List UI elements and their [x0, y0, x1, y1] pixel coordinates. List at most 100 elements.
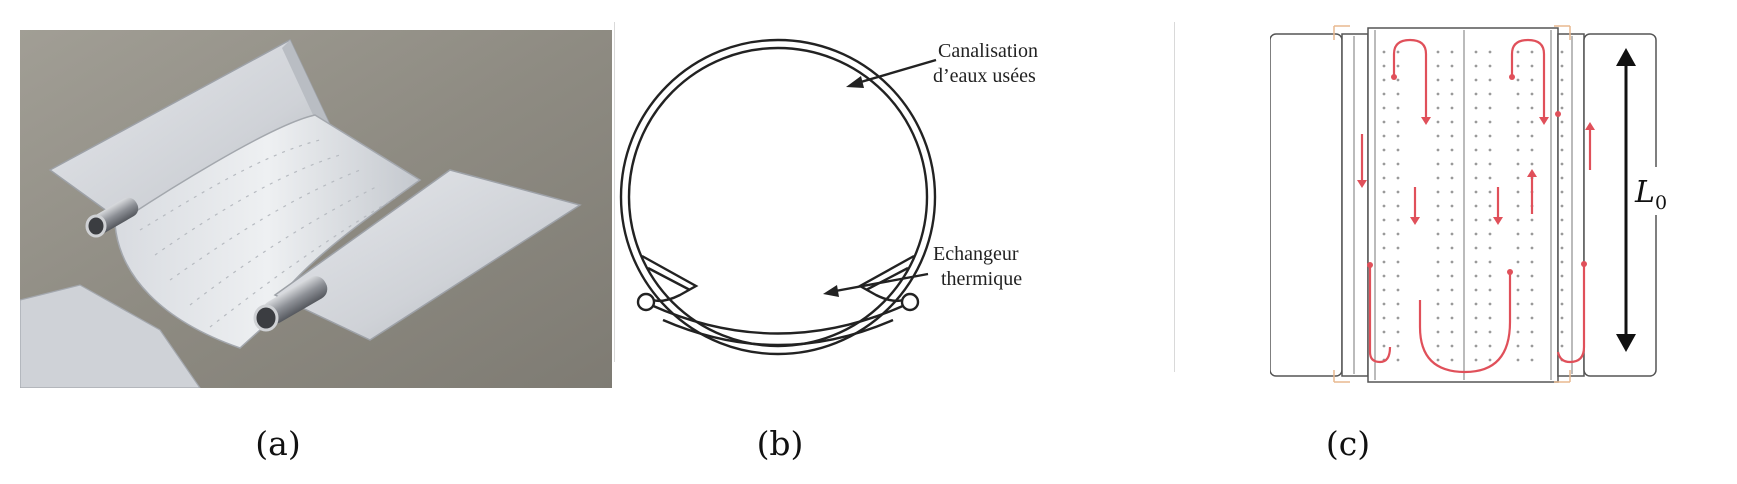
dimple-dot: [1436, 162, 1440, 166]
dimple-dot: [1382, 92, 1386, 96]
dimple-dot: [1516, 78, 1520, 82]
dimple-dot: [1530, 344, 1534, 348]
internal-rails: [1353, 30, 1573, 380]
dimple-dot: [1474, 92, 1478, 96]
dimple-dot: [1530, 92, 1534, 96]
dimple-dot: [1436, 302, 1440, 306]
dimple-dot: [1560, 134, 1564, 138]
dimple-dot: [1474, 162, 1478, 166]
dimple-dot: [1488, 148, 1492, 152]
dimple-dot: [1516, 92, 1520, 96]
dimple-dot: [1516, 232, 1520, 236]
dimple-dot: [1382, 106, 1386, 110]
dimple-dot: [1396, 134, 1400, 138]
exchanger-leader-arrow: [823, 272, 929, 297]
dimple-dot: [1436, 218, 1440, 222]
dimple-dot: [1560, 246, 1564, 250]
dimple-dot: [1488, 64, 1492, 68]
dimple-dot: [1530, 246, 1534, 250]
dimple-dot: [1450, 260, 1454, 264]
dimple-dot: [1560, 260, 1564, 264]
dimple-dot: [1474, 260, 1478, 264]
dimple-dot: [1396, 232, 1400, 236]
curved-exchanger-plate: [114, 114, 422, 349]
dimple-dot: [1450, 64, 1454, 68]
adjacent-module: [20, 284, 201, 388]
dimple-dot: [1396, 302, 1400, 306]
exchanger-frame: [1269, 27, 1657, 383]
dimple-dot: [1436, 106, 1440, 110]
exchanger-top-view: L 0: [1269, 22, 1710, 420]
length-dimension-arrow: [1616, 48, 1636, 352]
dimple-dot: [1530, 134, 1534, 138]
dimple-dot: [1436, 120, 1440, 124]
dimple-pattern: [1382, 50, 1564, 362]
dimple-dot: [1474, 316, 1478, 320]
dimple-dot: [1474, 190, 1478, 194]
dimple-dot: [1396, 316, 1400, 320]
dimple-dot: [1516, 134, 1520, 138]
dimple-dot: [1382, 302, 1386, 306]
dimple-dot: [1450, 344, 1454, 348]
dimple-dot: [1436, 204, 1440, 208]
dimple-dot: [1516, 274, 1520, 278]
dimple-dot: [1516, 316, 1520, 320]
dimple-dot: [1516, 302, 1520, 306]
dimple-dot: [1530, 302, 1534, 306]
dimple-dot: [1436, 176, 1440, 180]
dimple-dot: [1436, 134, 1440, 138]
dimple-dot: [1382, 204, 1386, 208]
dimple-dot: [1396, 148, 1400, 152]
dimple-dot: [1488, 106, 1492, 110]
dimple-dot: [1488, 232, 1492, 236]
pipe-cross-section-drawing: Canalisation d’eaux usées Echangeur ther…: [619, 38, 1038, 356]
dimple-dot: [1530, 274, 1534, 278]
dimple-dot: [1474, 204, 1478, 208]
dimple-dot: [1560, 344, 1564, 348]
exchanger-photo-drawing: [20, 30, 612, 388]
dimple-dot: [1450, 162, 1454, 166]
dimple-dot: [1382, 246, 1386, 250]
dimple-dot: [1382, 218, 1386, 222]
dimple-dot: [1450, 330, 1454, 334]
dimple-dot: [1560, 162, 1564, 166]
dimple-dot: [1516, 218, 1520, 222]
dimple-dot: [1450, 190, 1454, 194]
dimple-dot: [1516, 106, 1520, 110]
dimple-dot: [1488, 246, 1492, 250]
pipe-cross-section: Canalisation d’eaux usées Echangeur ther…: [618, 22, 1178, 407]
dimple-dot: [1436, 330, 1440, 334]
dimple-dot: [1450, 274, 1454, 278]
caption-a: (a): [255, 424, 301, 463]
dimple-dot: [1396, 190, 1400, 194]
dimple-dot: [1560, 232, 1564, 236]
dimple-dot: [1516, 288, 1520, 292]
dimple-dot: [1436, 190, 1440, 194]
dimple-dot: [1450, 78, 1454, 82]
dimple-dot: [1474, 288, 1478, 292]
dimple-dot: [1530, 50, 1534, 54]
dimple-dot: [1450, 176, 1454, 180]
dimple-dot: [1560, 288, 1564, 292]
dimple-dot: [1516, 330, 1520, 334]
dimple-dot: [1488, 176, 1492, 180]
dimple-dot: [1436, 232, 1440, 236]
dimple-dot: [1450, 204, 1454, 208]
right-wing-plate: [273, 169, 582, 341]
dimple-dot: [1560, 92, 1564, 96]
dimple-dot: [1396, 358, 1400, 362]
exchanger-label-line1: Echangeur: [933, 243, 1019, 265]
pipe-inner-wall: [627, 46, 929, 348]
dimple-dot: [1396, 260, 1400, 264]
right-tube: [900, 292, 920, 312]
dimple-dot: [1382, 78, 1386, 82]
dimple-dot: [1396, 106, 1400, 110]
dimple-dot: [1450, 106, 1454, 110]
dimple-dot: [1396, 50, 1400, 54]
dimple-dot: [1382, 190, 1386, 194]
dimple-dot: [1488, 260, 1492, 264]
dimple-dot: [1474, 64, 1478, 68]
dimple-dot: [1530, 78, 1534, 82]
pipe-label-line1: Canalisation: [938, 40, 1038, 62]
dimple-dot: [1488, 344, 1492, 348]
